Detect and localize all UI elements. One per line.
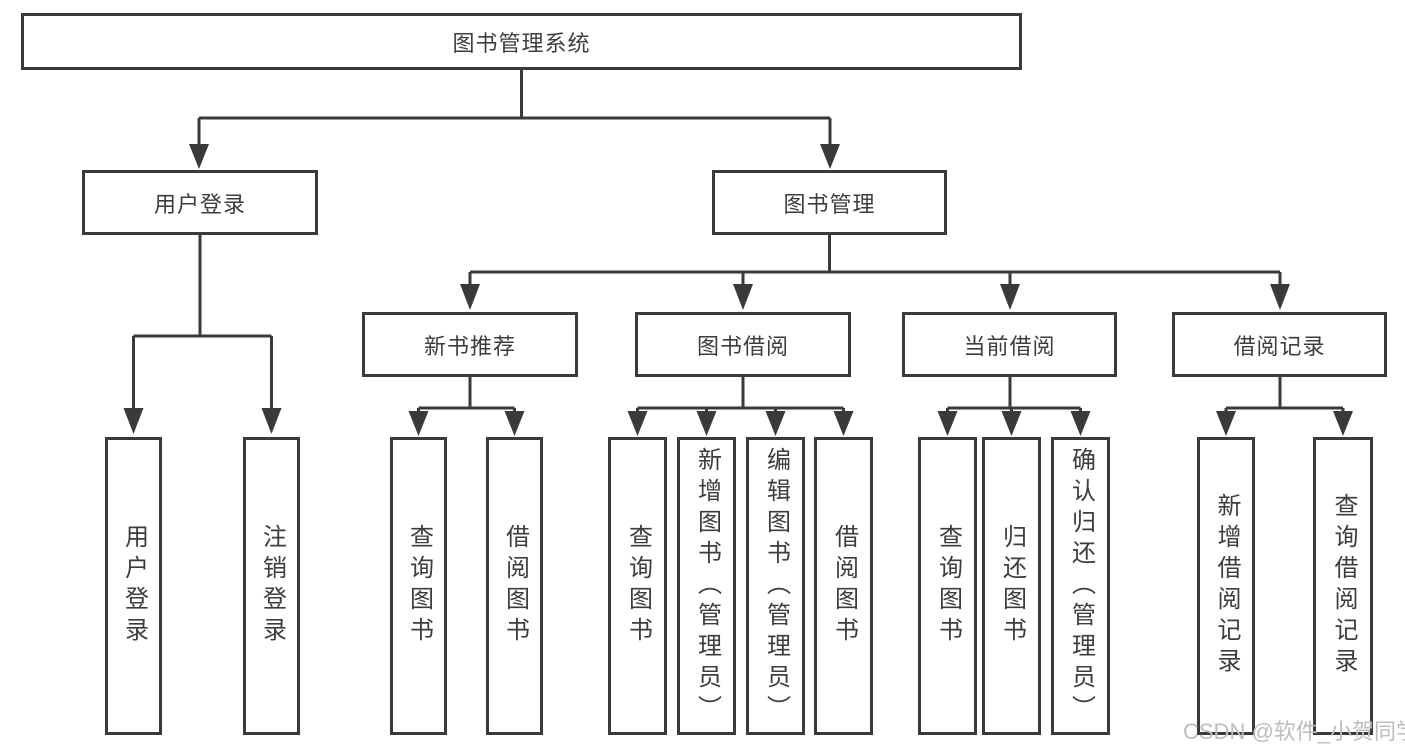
arrowhead-down-icon bbox=[504, 411, 525, 436]
leaf-return-book: 归还图书 bbox=[982, 437, 1041, 735]
connector-current-borrow-children bbox=[946, 377, 1082, 413]
leaf-user-login: 用户登录 bbox=[105, 437, 162, 735]
leaf-borrow-books: 借阅图书 bbox=[814, 437, 873, 735]
node-book-management-label: 图书管理 bbox=[783, 191, 876, 217]
leaf-edit-book-admin-label: 编辑图书（管理员） bbox=[762, 446, 790, 726]
leaf-borrow-books-label: 借阅图书 bbox=[830, 524, 858, 648]
connector-root-to-level2 bbox=[197, 70, 832, 146]
leaf-borrow-books-recommend-label: 借阅图书 bbox=[501, 524, 529, 648]
leaf-edit-book-admin: 编辑图书（管理员） bbox=[746, 437, 805, 735]
node-book-management: 图书管理 bbox=[712, 170, 947, 235]
arrowhead-down-icon bbox=[937, 411, 958, 436]
node-new-book-recommend: 新书推荐 bbox=[362, 312, 578, 377]
arrowhead-down-icon bbox=[123, 408, 144, 434]
node-book-borrow: 图书借阅 bbox=[635, 312, 851, 377]
connector-shafts bbox=[132, 70, 1345, 413]
leaf-add-borrow-record: 新增借阅记录 bbox=[1197, 437, 1255, 735]
leaf-add-book-admin: 新增图书（管理员） bbox=[677, 437, 736, 735]
arrowhead-down-icon bbox=[261, 408, 282, 434]
arrowhead-down-icon bbox=[408, 411, 429, 436]
leaf-add-book-admin-label: 新增图书（管理员） bbox=[693, 446, 721, 726]
leaf-confirm-return-admin: 确认归还（管理员） bbox=[1051, 437, 1110, 735]
leaf-logout: 注销登录 bbox=[243, 437, 300, 735]
arrowhead-down-icon bbox=[189, 144, 209, 169]
leaf-return-book-label: 归还图书 bbox=[998, 524, 1026, 648]
leaf-logout-label: 注销登录 bbox=[258, 524, 286, 648]
leaf-confirm-return-admin-label: 确认归还（管理员） bbox=[1067, 446, 1095, 726]
connector-book-management-children bbox=[468, 235, 1282, 286]
node-new-book-recommend-label: 新书推荐 bbox=[423, 333, 516, 359]
arrowhead-down-icon bbox=[833, 411, 854, 436]
arrowhead-down-icon bbox=[1070, 411, 1091, 436]
node-borrow-records-label: 借阅记录 bbox=[1233, 333, 1326, 359]
arrowhead-down-icon bbox=[820, 144, 840, 169]
leaf-query-borrow-record-label: 查询借阅记录 bbox=[1330, 493, 1357, 679]
arrowhead-down-icon bbox=[460, 284, 480, 310]
leaf-query-borrow-record: 查询借阅记录 bbox=[1313, 437, 1373, 735]
arrowhead-down-icon bbox=[696, 411, 717, 436]
node-current-borrow: 当前借阅 bbox=[902, 312, 1117, 377]
connector-user-login-children bbox=[132, 235, 273, 410]
connector-new-book-children bbox=[417, 377, 516, 413]
csdn-watermark: CSDN @软件_小贺同学 bbox=[1183, 719, 1405, 744]
connector-borrow-records-children bbox=[1224, 377, 1345, 413]
arrowhead-down-icon bbox=[1001, 411, 1022, 436]
arrowhead-down-icon bbox=[733, 284, 753, 310]
arrowhead-down-icon bbox=[1333, 411, 1353, 436]
arrowheads bbox=[123, 144, 1353, 436]
arrowhead-down-icon bbox=[627, 411, 648, 436]
arrowhead-down-icon bbox=[1270, 284, 1290, 310]
node-user-login-label: 用户登录 bbox=[153, 191, 246, 217]
node-user-login: 用户登录 bbox=[82, 170, 318, 235]
leaf-user-login-label: 用户登录 bbox=[120, 524, 148, 648]
leaf-add-borrow-record-label: 新增借阅记录 bbox=[1213, 493, 1240, 679]
arrowhead-down-icon bbox=[1000, 284, 1020, 310]
leaf-query-books-current: 查询图书 bbox=[918, 437, 977, 735]
leaf-query-books-borrow-label: 查询图书 bbox=[624, 524, 652, 648]
node-borrow-records: 借阅记录 bbox=[1172, 312, 1387, 377]
leaf-query-books-current-label: 查询图书 bbox=[934, 524, 962, 648]
leaf-borrow-books-recommend: 借阅图书 bbox=[486, 437, 543, 735]
leaf-query-books-recommend: 查询图书 bbox=[390, 437, 447, 735]
arrowhead-down-icon bbox=[1216, 411, 1236, 436]
leaf-query-books-borrow: 查询图书 bbox=[608, 437, 667, 735]
leaf-query-books-recommend-label: 查询图书 bbox=[405, 524, 433, 648]
node-book-borrow-label: 图书借阅 bbox=[696, 333, 789, 359]
node-root-label: 图书管理系统 bbox=[452, 30, 591, 56]
arrowhead-down-icon bbox=[765, 411, 786, 436]
node-current-borrow-label: 当前借阅 bbox=[963, 333, 1056, 359]
connector-book-borrow-children bbox=[636, 377, 845, 413]
node-root: 图书管理系统 bbox=[21, 13, 1022, 70]
